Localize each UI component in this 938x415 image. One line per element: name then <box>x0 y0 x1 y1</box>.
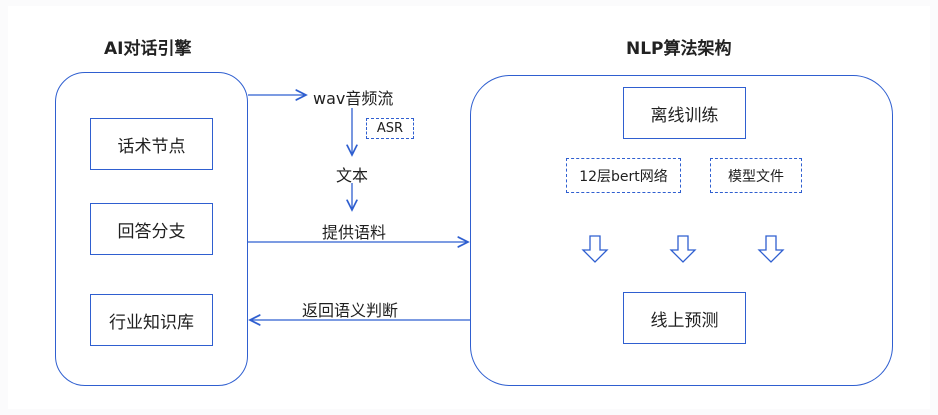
text-label: 文本 <box>336 166 369 185</box>
hollow-down-arrow-3 <box>757 235 785 263</box>
script-node-box: 话术节点 <box>90 118 213 170</box>
left-group-title: AI对话引擎 <box>104 39 192 59</box>
return-semantics-label: 返回语义判断 <box>302 301 399 320</box>
hollow-down-arrow-1 <box>581 235 609 263</box>
bert-network-box: 12层bert网络 <box>566 158 681 193</box>
right-group-title: NLP算法架构 <box>626 39 732 59</box>
model-file-box: 模型文件 <box>710 158 802 193</box>
asr-box: ASR <box>366 118 414 139</box>
provide-corpus-label: 提供语料 <box>322 223 387 242</box>
offline-training-box: 离线训练 <box>623 87 746 139</box>
answer-branch-box: 回答分支 <box>90 203 213 255</box>
industry-knowledge-box: 行业知识库 <box>90 294 213 346</box>
online-prediction-box: 线上预测 <box>623 292 746 344</box>
wav-stream-label: wav音频流 <box>313 89 394 108</box>
hollow-down-arrow-2 <box>669 235 697 263</box>
